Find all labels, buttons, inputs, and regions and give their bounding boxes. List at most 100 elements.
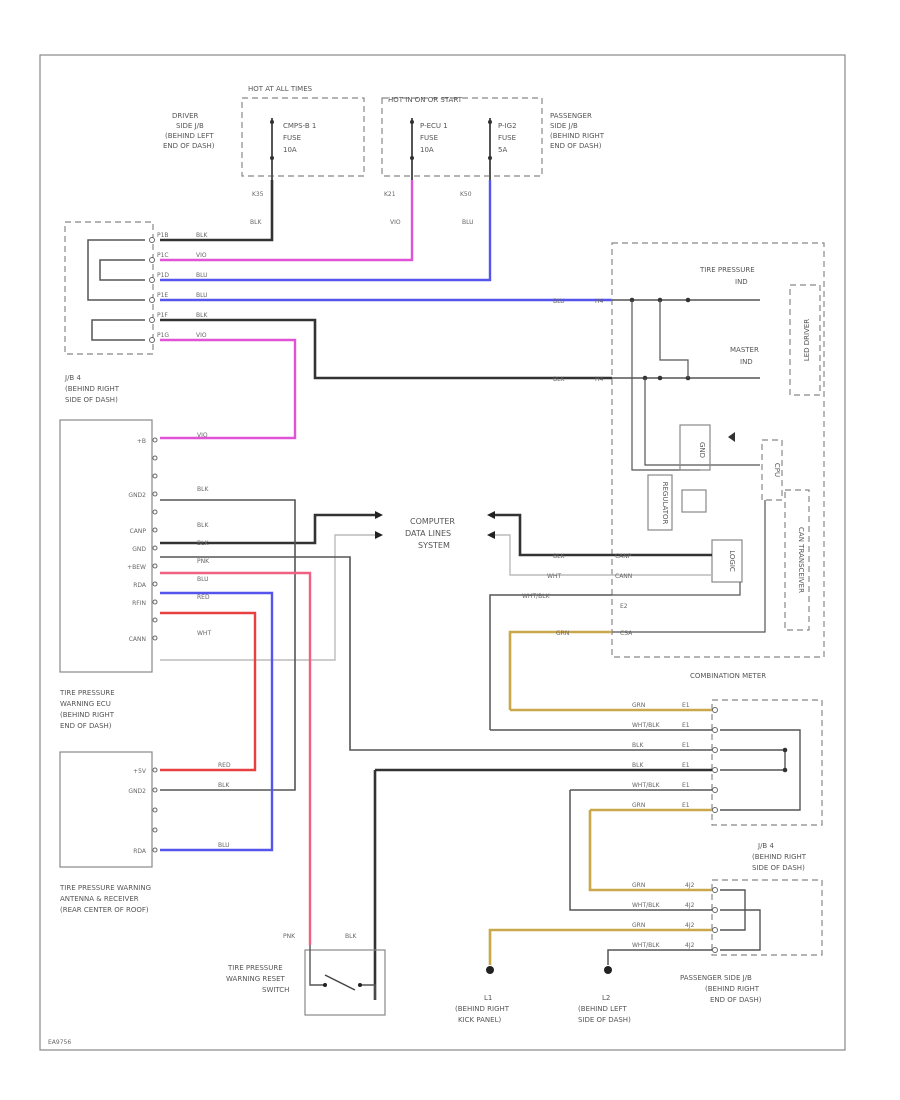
jb4-pin-label: P1E xyxy=(157,292,168,299)
jb4-pin-label: P1C xyxy=(157,252,169,259)
regulator-label: REGULATOR xyxy=(661,482,669,525)
ecu-pin-name: CANN xyxy=(129,636,146,643)
ant-pin-name: GND2 xyxy=(128,788,146,795)
meter-node-2 xyxy=(685,297,691,303)
hot-at-all-times-l1: HOT AT ALL TIMES xyxy=(248,85,313,93)
ecu-pin-wire: WHT xyxy=(197,630,211,637)
bc-pin-label: 4J2 xyxy=(685,902,695,909)
cann-meter xyxy=(495,534,712,576)
bc-pin-dot xyxy=(712,947,718,953)
ecu-pin-name: +BEW xyxy=(127,564,146,571)
pass-jb-bot-l2: (BEHIND RIGHT xyxy=(705,985,760,993)
driver-fuse-box xyxy=(241,97,365,177)
bew-wire xyxy=(160,571,312,945)
jb4-pin-dot xyxy=(149,277,155,283)
reset-switch-contact xyxy=(324,974,356,991)
pass-jb-bot-l1: PASSENGER SIDE J/B xyxy=(680,974,752,982)
reset-pnk-label: PNK xyxy=(283,933,296,940)
ant-l1: TIRE PRESSURE WARNING xyxy=(59,884,151,892)
ecu-l4: END OF DASH) xyxy=(60,722,112,730)
meter-internal-4 xyxy=(631,300,700,471)
ecu-pin-dot xyxy=(152,635,158,641)
tire-ind-l2: IND xyxy=(735,278,748,286)
bc-wire-color: GRN xyxy=(632,882,645,889)
led-driver-label: LED DRIVER xyxy=(803,319,811,361)
cds-l2: DATA LINES xyxy=(405,529,451,538)
lc-node-1 xyxy=(782,747,788,753)
ecu-pin-dot xyxy=(152,617,158,623)
lc-wire-color: GRN xyxy=(632,702,645,709)
ecu-pin-dot xyxy=(152,545,158,551)
wire-k50-blu xyxy=(160,180,492,282)
ground-l1-dot xyxy=(486,966,494,974)
lc-pin-label: E1 xyxy=(682,722,690,729)
driver-jb-l2: SIDE J/B xyxy=(176,122,204,130)
lc-pin-label: E1 xyxy=(682,782,690,789)
jb4-pin-color: BLU xyxy=(196,292,208,299)
jb4-top-l1: J/B 4 xyxy=(64,374,81,382)
hot-in-on-label: HOT IN ON OR START xyxy=(388,96,463,104)
jb4-pin-color: VIO xyxy=(196,332,207,339)
fuse3-l3: 5A xyxy=(498,146,507,154)
canp-ecu-wire xyxy=(160,513,375,545)
cds-arrow-right-2 xyxy=(487,531,495,539)
reset-switch-right xyxy=(360,984,376,1000)
meter-csa-internal xyxy=(612,500,766,633)
ecu-l3: (BEHIND RIGHT xyxy=(60,711,115,719)
ecu-l1: TIRE PRESSURE xyxy=(59,689,115,697)
ecu-pin-name: RDA xyxy=(133,582,147,589)
ant-pin-name: +5V xyxy=(133,768,147,775)
canp-wire-label: BLK xyxy=(553,553,565,560)
fuse3-l1: P-IG2 xyxy=(498,122,517,130)
ecu-pin-name: RFIN xyxy=(132,600,146,607)
bc-wire-color: GRN xyxy=(632,922,645,929)
ant-pin-wire: BLU xyxy=(218,842,230,849)
ecu-pin-dot xyxy=(152,581,158,587)
meter-csa-pin-label: CSA xyxy=(620,630,633,637)
jb4-top-connector xyxy=(64,221,154,355)
wire-k21-vio xyxy=(160,180,414,262)
wire-vio-label: VIO xyxy=(390,219,401,226)
bc-pin-label: 4J2 xyxy=(685,942,695,949)
pass-jb-bot-l3: END OF DASH) xyxy=(710,996,762,1004)
reset-switch-terminal xyxy=(358,983,362,987)
ecu-pin-name: CANP xyxy=(130,528,147,535)
cpu-box xyxy=(761,439,783,501)
ecu-l2: WARNING ECU xyxy=(60,700,111,708)
ecu-pin-wire: VIO xyxy=(197,432,208,439)
bc-wire-color: WHT/BLK xyxy=(632,902,661,909)
can-label: CAN TRANSCEIVER xyxy=(797,527,805,593)
ecu-pin-dot xyxy=(152,473,158,479)
meter-wire-blu: BLU xyxy=(553,298,565,305)
jb4-pin-color: BLK xyxy=(196,312,208,319)
cann-ecu-wire xyxy=(160,534,375,661)
fuse3-dot-bot xyxy=(488,156,492,160)
jb4-loop-2 xyxy=(99,259,145,281)
l2-l1: L2 xyxy=(602,994,610,1002)
fuse1-l3: 10A xyxy=(283,146,297,154)
meter-csa-wire xyxy=(508,630,612,710)
lc-pin-label: E1 xyxy=(682,742,690,749)
jb4-loop-1 xyxy=(87,239,145,301)
lc-wire-color: BLK xyxy=(632,742,644,749)
bc-wire-1 xyxy=(588,810,712,892)
ecu-pin-wire: PNK xyxy=(197,558,210,565)
cann-wire-label: WHT xyxy=(547,573,561,580)
ground-l2-dot xyxy=(604,966,612,974)
fuse2-l1: P-ECU 1 xyxy=(420,122,448,130)
ecu-pin-dot xyxy=(152,527,158,533)
ant-pin-dot xyxy=(152,787,158,793)
jb4-pin-label: P1G xyxy=(157,332,169,339)
fuse2-l2: FUSE xyxy=(420,134,438,142)
jb4-pin-label: P1F xyxy=(157,312,168,319)
fuse2-dot-bot xyxy=(410,156,414,160)
meter-pin-h4a: H4 xyxy=(595,298,604,305)
wire-k50-label: K50 xyxy=(460,191,472,198)
lc-pin-label: E1 xyxy=(682,702,690,709)
meter-gnd-wire-label: WHT/BLK xyxy=(522,593,551,600)
tire-pressure-ecu-box xyxy=(59,419,153,673)
ant-pin-wire: BLK xyxy=(218,782,230,789)
